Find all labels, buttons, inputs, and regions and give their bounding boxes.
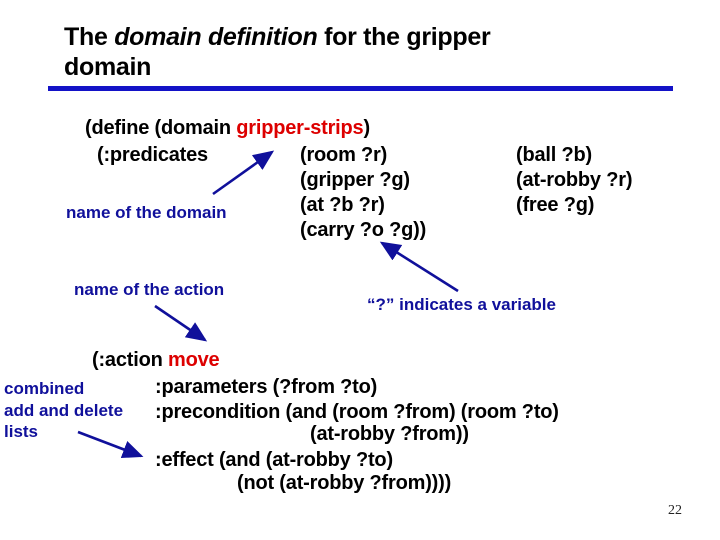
- annotation-combined-line1: combined: [4, 379, 85, 398]
- code-predicate-room: (room ?r): [300, 144, 388, 166]
- code-domain-name: gripper-strips: [236, 117, 364, 139]
- annotation-combined-line2: add and delete: [4, 400, 124, 420]
- page-number: 22: [668, 503, 682, 518]
- code-precondition-line2: (at-robby ?from)): [310, 423, 469, 445]
- code-define-open: (define (domain: [85, 117, 237, 139]
- code-predicate-carry: (carry ?o ?g)): [300, 219, 427, 241]
- annotation-variable-note: “?” indicates a variable: [367, 295, 556, 314]
- page-title: The domain definition for the gripper do…: [64, 22, 684, 82]
- code-precondition-line1: :precondition (and (room ?from) (room ?t…: [155, 401, 559, 423]
- title-emphasis: domain definition: [114, 23, 318, 51]
- code-predicates-keyword: (:predicates: [97, 144, 208, 166]
- code-predicate-at: (at ?b ?r): [300, 194, 385, 216]
- code-effect-line1: :effect (and (at-robby ?to): [155, 449, 393, 471]
- code-predicate-ball: (ball ?b): [516, 144, 592, 166]
- code-effect-line2: (not (at-robby ?from)))): [237, 472, 452, 494]
- title-post: for the gripper: [317, 23, 491, 51]
- annotation-combined-line3: lists: [4, 422, 39, 441]
- code-action-open: (:action: [92, 349, 168, 371]
- title-line2: domain: [64, 53, 152, 81]
- annotation-domain-name: name of the domain: [66, 203, 227, 222]
- arrow-to-variable: [379, 241, 459, 293]
- title-pre: The: [64, 23, 115, 51]
- code-predicate-free: (free ?g): [516, 194, 595, 216]
- code-predicate-gripper: (gripper ?g): [300, 169, 410, 191]
- code-action-line: (:action move: [92, 349, 220, 372]
- code-predicate-atrobby: (at-robby ?r): [516, 169, 633, 191]
- code-define-close: ): [363, 117, 370, 139]
- title-underline: [48, 86, 673, 91]
- code-action-name: move: [167, 349, 220, 371]
- annotation-action-name: name of the action: [74, 280, 225, 299]
- arrow-to-action-name: [154, 304, 208, 342]
- code-parameters-line: :parameters (?from ?to): [155, 376, 378, 398]
- code-define-line: (define (domain gripper-strips): [85, 117, 370, 140]
- arrow-to-domain-name: [212, 150, 275, 196]
- annotation-combined-lists: combined add and delete lists: [4, 378, 123, 443]
